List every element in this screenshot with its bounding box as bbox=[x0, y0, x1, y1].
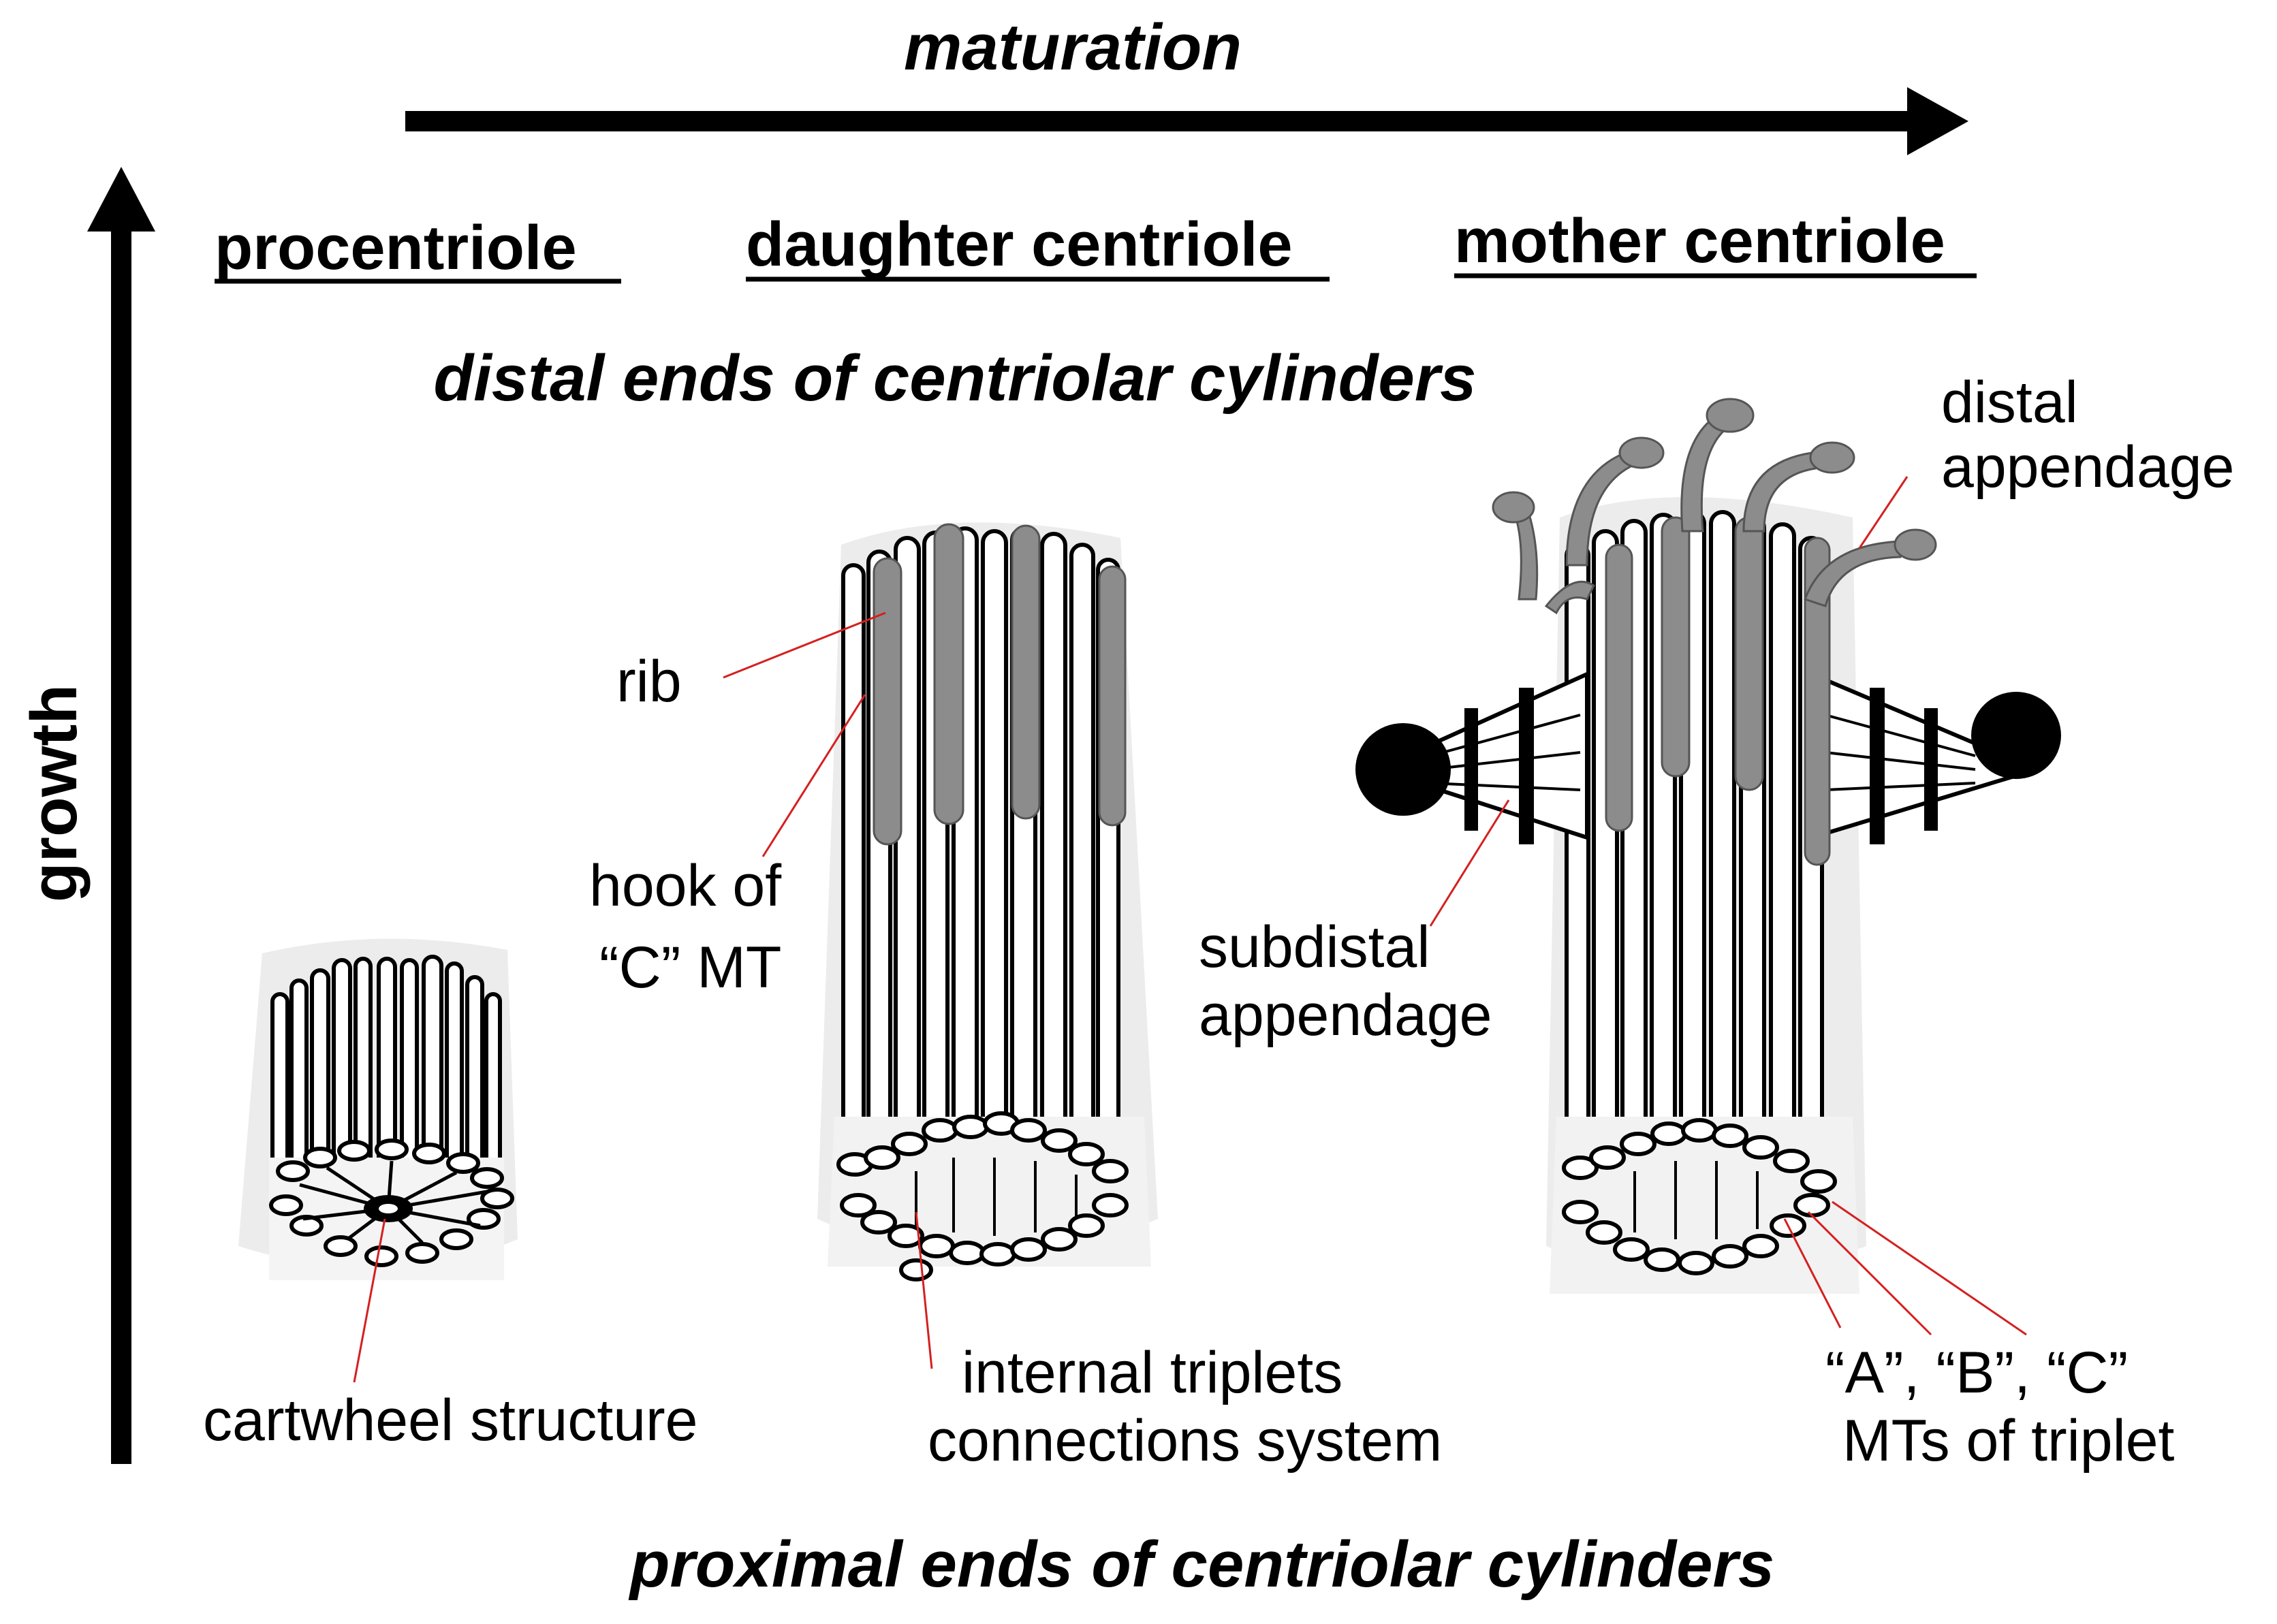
heading-mother-centriole: mother centriole bbox=[1454, 206, 1945, 276]
procentriole-illustration bbox=[238, 938, 518, 1280]
pointer-lines bbox=[353, 476, 2027, 1383]
growth-arrow bbox=[87, 167, 155, 1464]
hook-label-line1: hook of bbox=[589, 853, 782, 919]
daughter-centriole-illustration bbox=[817, 522, 1158, 1281]
abc-triplet-line2: MTs of triplet bbox=[1842, 1408, 2175, 1474]
growth-label: growth bbox=[18, 684, 91, 902]
abc-triplet-line1: “A”, “B”, “C” bbox=[1825, 1340, 2128, 1405]
subdistal-label-line1: subdistal bbox=[1199, 914, 1430, 980]
rib-label: rib bbox=[616, 649, 682, 714]
subdistal-label-line2: appendage bbox=[1199, 983, 1492, 1048]
internal-triplets-line1: internal triplets bbox=[962, 1340, 1342, 1405]
proximal-ends-label: proximal ends of centriolar cylinders bbox=[628, 1528, 1775, 1601]
heading-daughter-centriole: daughter centriole bbox=[746, 210, 1293, 279]
internal-triplets-line2: connections system bbox=[928, 1408, 1442, 1474]
cartwheel-label: cartwheel structure bbox=[203, 1388, 698, 1453]
distal-ends-label: distal ends of centriolar cylinders bbox=[433, 342, 1476, 415]
maturation-label: maturation bbox=[904, 11, 1242, 84]
distal-appendage-line1: distal bbox=[1941, 370, 2078, 435]
distal-appendage-line2: appendage bbox=[1941, 434, 2234, 500]
heading-procentriole: procentriole bbox=[215, 213, 577, 283]
hook-label-line2: “C” MT bbox=[599, 935, 781, 1000]
maturation-arrow bbox=[405, 87, 1968, 155]
mother-centriole-illustration bbox=[1355, 398, 2061, 1294]
